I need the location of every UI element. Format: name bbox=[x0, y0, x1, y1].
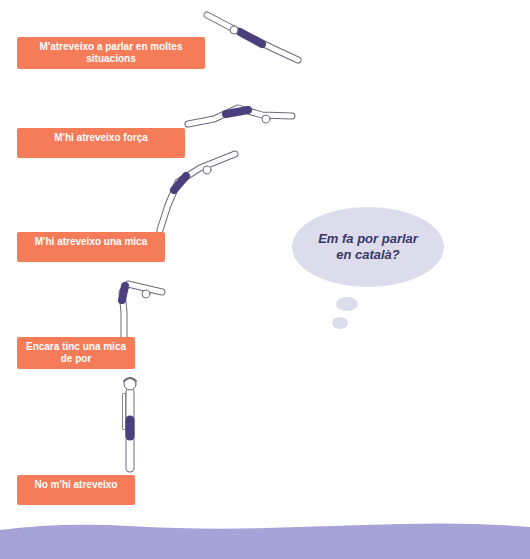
water-band bbox=[0, 523, 530, 559]
level-box: M'hi atreveixo una mica bbox=[17, 232, 165, 262]
diver-figure bbox=[122, 284, 162, 338]
diver-figure bbox=[124, 378, 136, 468]
thought-dot bbox=[336, 297, 358, 311]
diver-figure bbox=[188, 108, 292, 124]
level-box: M'atreveixo a parlar en moltes situacion… bbox=[17, 37, 205, 69]
level-label: No m'hi atreveixo bbox=[25, 479, 127, 491]
thought-bubble: Em fa por parlar en català? bbox=[292, 207, 444, 287]
thought-text: Em fa por parlar en català? bbox=[292, 231, 444, 263]
level-box: No m'hi atreveixo bbox=[17, 475, 135, 505]
level-box: M'hi atreveixo força bbox=[17, 128, 185, 158]
diver-figure bbox=[207, 15, 298, 60]
level-label: M'hi atreveixo força bbox=[25, 132, 177, 144]
level-label: M'hi atreveixo una mica bbox=[25, 236, 157, 248]
level-box: Encara tinc una mica de por bbox=[17, 337, 135, 369]
level-label: Encara tinc una mica de por bbox=[25, 341, 127, 365]
level-label: M'atreveixo a parlar en moltes situacion… bbox=[25, 41, 197, 65]
thought-dot bbox=[332, 317, 348, 329]
diver-figure bbox=[160, 154, 235, 230]
